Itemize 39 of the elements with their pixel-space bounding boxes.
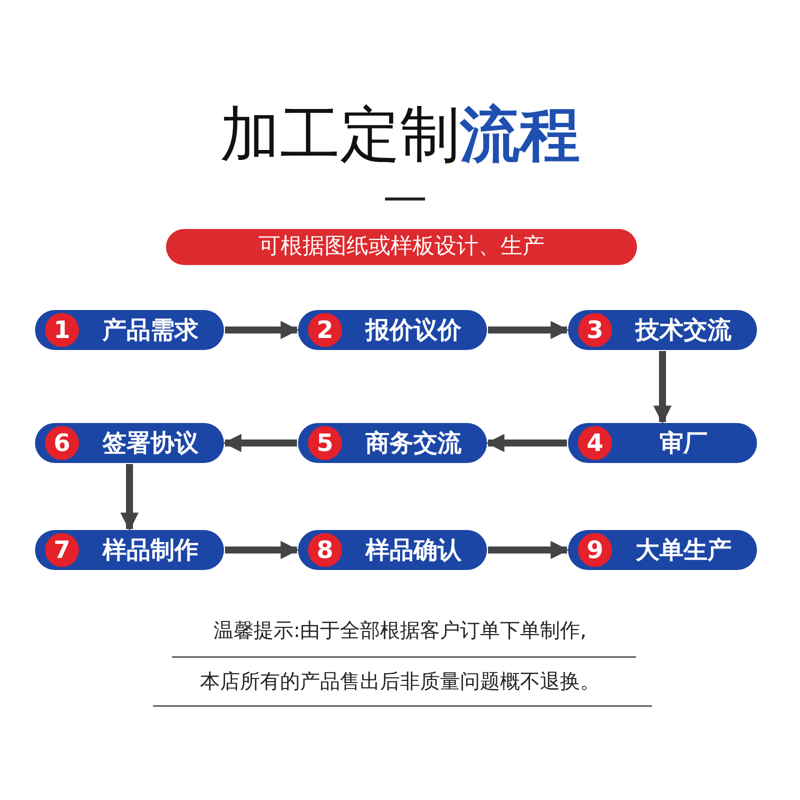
step-number: 8 [308,533,342,567]
step-pill [298,530,487,570]
step-pill [298,310,487,350]
step-label: 样品确认 [364,535,462,566]
arrow [488,540,569,560]
step-number: 3 [578,313,612,347]
step-number: 7 [45,533,79,567]
arrow [223,434,297,452]
step-pill [568,530,757,570]
note-text: 本店所有的产品售出后非质量问题概不退换。 [199,668,601,695]
subtitle-banner: 可根据图纸或样板设计、生产 [166,229,637,265]
step-pill [568,310,757,350]
step-pill [35,310,224,350]
step-label: 审厂 [658,428,708,459]
step-pill [35,530,224,570]
arrow [488,320,569,340]
step-number: 2 [308,313,342,347]
step-label: 商务交流 [364,428,462,459]
arrow [225,540,299,560]
arrow [225,320,299,340]
step-label: 样品制作 [101,535,200,566]
step-number: 6 [45,426,79,460]
arrow [486,434,567,452]
note-text: 温馨提示:由于全部根据客户订单下单制作, [212,617,588,644]
step-label: 签署协议 [101,428,200,459]
step-pill [298,423,487,463]
step-pill [568,423,757,463]
arrow [120,464,139,531]
step-label: 报价议价 [364,315,462,346]
step-label: 产品需求 [101,315,200,346]
step-label: 大单生产 [634,535,732,566]
step-pill [35,423,224,463]
step-number: 1 [45,313,79,347]
title: 加工定制流程 [219,99,581,172]
step-number: 5 [308,426,342,460]
step-label: 技术交流 [634,315,732,346]
step-number: 4 [578,426,612,460]
step-number: 9 [578,533,612,567]
arrow [653,351,672,424]
